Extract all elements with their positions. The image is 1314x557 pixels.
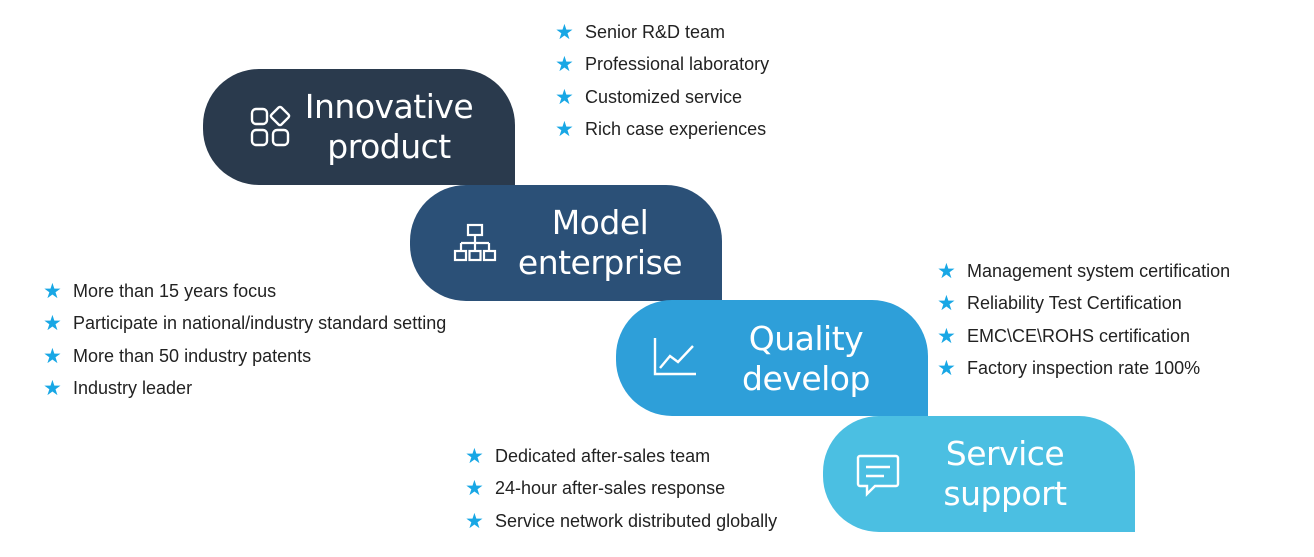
list-item: ★ Senior R&D team — [555, 16, 769, 49]
feature-text: Industry leader — [73, 378, 193, 399]
star-icon: ★ — [43, 312, 62, 336]
feature-text: More than 15 years focus — [73, 280, 277, 301]
star-icon: ★ — [555, 53, 574, 77]
feature-text: More than 50 industry patents — [73, 345, 312, 366]
star-icon: ★ — [465, 444, 484, 468]
feature-list-innovative-product: ★ Senior R&D team ★ Professional laborator… — [555, 16, 769, 146]
star-icon: ★ — [937, 259, 956, 283]
star-icon: ★ — [465, 477, 484, 501]
stage-title: Model enterprise — [510, 203, 690, 283]
stage-title: Service support — [915, 434, 1095, 514]
feature-text: Professional laboratory — [585, 54, 770, 75]
feature-text: Management system certification — [967, 260, 1231, 281]
feature-text: Senior R&D team — [585, 21, 726, 42]
star-icon: ★ — [937, 357, 956, 381]
line-chart-icon — [652, 334, 698, 380]
chat-icon — [855, 452, 901, 498]
list-item: ★ Management system certification — [937, 255, 1230, 288]
stage-model-enterprise: Model enterprise — [410, 185, 722, 301]
list-item: ★ Customized service — [555, 81, 769, 114]
stage-title-line-1: Service — [945, 434, 1065, 473]
feature-text: Rich case experiences — [585, 119, 767, 140]
star-icon: ★ — [465, 509, 484, 533]
list-item: ★ Participate in national/industry standa… — [43, 308, 446, 341]
star-icon: ★ — [937, 292, 956, 316]
stage-title-line-1: Model — [551, 203, 649, 242]
feature-text: Reliability Test Certification — [967, 293, 1182, 314]
feature-list-service-support: ★ Dedicated after-sales team ★ 24-hour aft… — [465, 440, 777, 538]
feature-text: 24-hour after-sales response — [495, 478, 726, 499]
list-item: ★ Service network distributed globally — [465, 505, 777, 538]
stage-title-line-2: product — [327, 127, 451, 166]
star-icon: ★ — [43, 377, 62, 401]
list-item: ★ Reliability Test Certification — [937, 288, 1230, 321]
stage-title-line-1: Innovative — [304, 87, 474, 126]
stage-title: Innovative product — [299, 87, 479, 167]
list-item: ★ More than 50 industry patents — [43, 340, 446, 373]
star-icon: ★ — [555, 20, 574, 44]
list-item: ★ Rich case experiences — [555, 114, 769, 147]
star-icon: ★ — [937, 324, 956, 348]
feature-text: Participate in national/industry standar… — [73, 313, 447, 334]
feature-text: Dedicated after-sales team — [495, 445, 711, 466]
list-item: ★ Factory inspection rate 100% — [937, 353, 1230, 386]
stage-service-support: Service support — [823, 416, 1135, 532]
feature-text: Factory inspection rate 100% — [967, 358, 1201, 379]
stage-title-line-2: enterprise — [517, 243, 683, 282]
feature-text: Service network distributed globally — [495, 510, 778, 531]
stage-title-line-2: support — [943, 474, 1067, 513]
feature-text: Customized service — [585, 86, 743, 107]
stage-title-line-2: develop — [742, 359, 870, 398]
star-icon: ★ — [555, 118, 574, 142]
list-item: ★ EMC\CE\ROHS certification — [937, 320, 1230, 353]
star-icon: ★ — [43, 344, 62, 368]
stage-quality-develop: Quality develop — [616, 300, 928, 416]
star-icon: ★ — [555, 85, 574, 109]
feature-list-quality-develop: ★ Management system certification ★ Reliab… — [937, 255, 1230, 385]
list-item: ★ More than 15 years focus — [43, 275, 446, 308]
list-item: ★ Professional laboratory — [555, 49, 769, 82]
list-item: ★ Dedicated after-sales team — [465, 440, 777, 473]
shapes-icon — [249, 104, 295, 150]
stage-title: Quality develop — [716, 319, 896, 399]
stage-innovative-product: Innovative product — [203, 69, 515, 185]
feature-list-model-enterprise: ★ More than 15 years focus ★ Participate i… — [43, 275, 446, 405]
list-item: ★ 24-hour after-sales response — [465, 473, 777, 506]
star-icon: ★ — [43, 279, 62, 303]
hierarchy-icon — [452, 221, 498, 267]
list-item: ★ Industry leader — [43, 373, 446, 406]
stage-title-line-1: Quality — [748, 319, 864, 358]
feature-text: EMC\CE\ROHS certification — [967, 325, 1191, 346]
